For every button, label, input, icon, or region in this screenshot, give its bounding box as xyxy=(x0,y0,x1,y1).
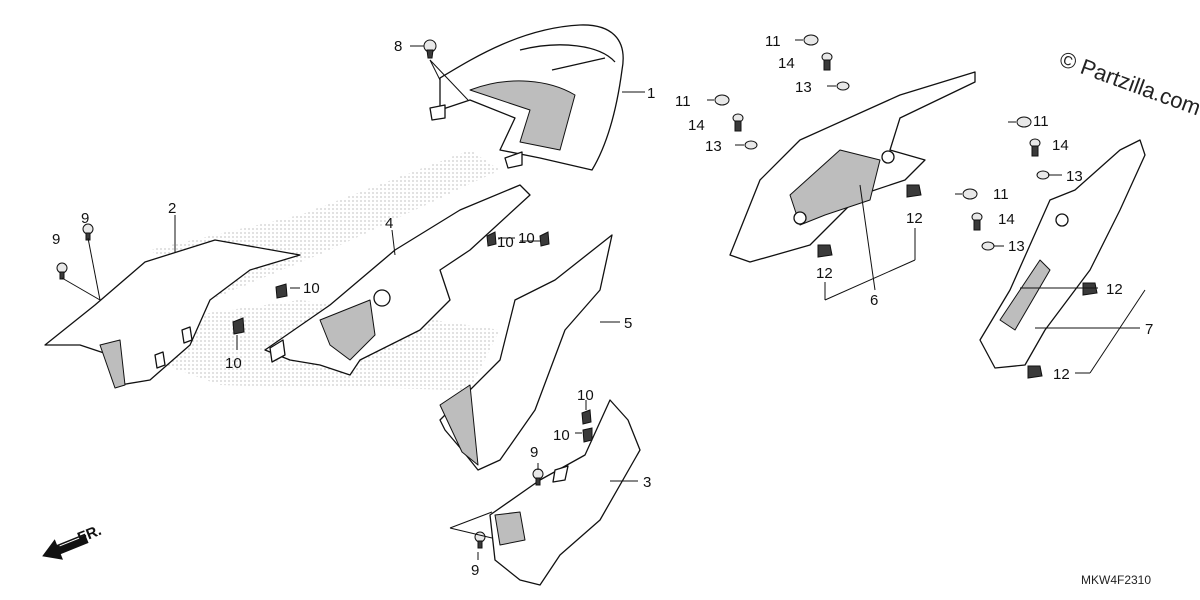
part-6-right-grab-rail[interactable] xyxy=(729,71,976,263)
part-3-lower-side-cover[interactable] xyxy=(489,399,641,586)
callout-12: 12 xyxy=(816,265,833,282)
callout-9: 9 xyxy=(81,210,89,227)
callout-12: 12 xyxy=(906,210,923,227)
callout-11: 11 xyxy=(675,93,691,110)
bolt-14[interactable] xyxy=(821,52,833,71)
watermark: © Partzilla.com xyxy=(1056,46,1200,120)
callout-14: 14 xyxy=(688,117,705,134)
callout-9: 9 xyxy=(530,444,538,461)
callout-6: 6 xyxy=(870,292,878,309)
diagram-code: MKW4F2310 xyxy=(1081,573,1151,587)
front-indicator-label: FR. xyxy=(75,522,104,547)
callout-13: 13 xyxy=(705,138,722,155)
front-direction-arrow xyxy=(42,533,89,560)
callout-5: 5 xyxy=(624,315,632,332)
clip-10[interactable] xyxy=(581,409,592,425)
washer-11[interactable] xyxy=(1016,116,1032,128)
callout-10: 10 xyxy=(497,234,514,251)
bolt-9[interactable] xyxy=(56,262,68,280)
callout-13: 13 xyxy=(1008,238,1025,255)
nut-12[interactable] xyxy=(817,244,833,258)
clip-10[interactable] xyxy=(275,283,288,299)
callout-9: 9 xyxy=(52,231,60,248)
bolt-14[interactable] xyxy=(1029,138,1041,157)
callout-2: 2 xyxy=(168,200,176,217)
washer-13[interactable] xyxy=(744,140,758,150)
nut-12[interactable] xyxy=(906,184,922,198)
callout-11: 11 xyxy=(1033,113,1049,130)
washer-13[interactable] xyxy=(981,241,995,251)
part-2-left-side-cover[interactable] xyxy=(44,239,301,389)
callout-12: 12 xyxy=(1106,281,1123,298)
part-5-right-side-panel[interactable] xyxy=(439,234,613,471)
callout-10: 10 xyxy=(518,230,535,247)
callout-11: 11 xyxy=(993,186,1009,203)
washer-11[interactable] xyxy=(714,94,730,106)
washer-13[interactable] xyxy=(836,81,850,91)
callout-14: 14 xyxy=(778,55,795,72)
callout-10: 10 xyxy=(553,427,570,444)
clip-10[interactable] xyxy=(486,231,497,247)
callout-12: 12 xyxy=(1053,366,1070,383)
part-4-center-cover[interactable] xyxy=(264,184,531,376)
callout-10: 10 xyxy=(225,355,242,372)
part-1-seat-cowl[interactable] xyxy=(429,24,624,171)
callout-4: 4 xyxy=(385,215,393,232)
callout-7: 7 xyxy=(1145,321,1153,338)
bolt-9[interactable] xyxy=(532,468,544,486)
bolt-14[interactable] xyxy=(971,212,983,231)
clip-10[interactable] xyxy=(582,427,593,443)
callout-14: 14 xyxy=(1052,137,1069,154)
callout-3: 3 xyxy=(643,474,651,491)
callout-10: 10 xyxy=(577,387,594,404)
callout-11: 11 xyxy=(765,33,781,50)
part-7-left-grab-rail[interactable] xyxy=(979,139,1146,369)
washer-13[interactable] xyxy=(1036,170,1050,180)
nut-12[interactable] xyxy=(1027,365,1043,379)
washer-11[interactable] xyxy=(803,34,819,46)
clip-10[interactable] xyxy=(539,231,550,247)
callout-1: 1 xyxy=(647,85,655,102)
callout-14: 14 xyxy=(998,211,1015,228)
callout-13: 13 xyxy=(795,79,812,96)
callout-8: 8 xyxy=(394,38,402,55)
bolt-8[interactable] xyxy=(423,39,437,59)
callout-13: 13 xyxy=(1066,168,1083,185)
nut-12[interactable] xyxy=(1082,282,1098,296)
callout-10: 10 xyxy=(303,280,320,297)
callout-9: 9 xyxy=(471,562,479,579)
bolt-14[interactable] xyxy=(732,113,744,132)
washer-11[interactable] xyxy=(962,188,978,200)
clip-10[interactable] xyxy=(232,317,245,335)
leader-lines xyxy=(61,39,1146,560)
bolt-9[interactable] xyxy=(82,223,94,241)
